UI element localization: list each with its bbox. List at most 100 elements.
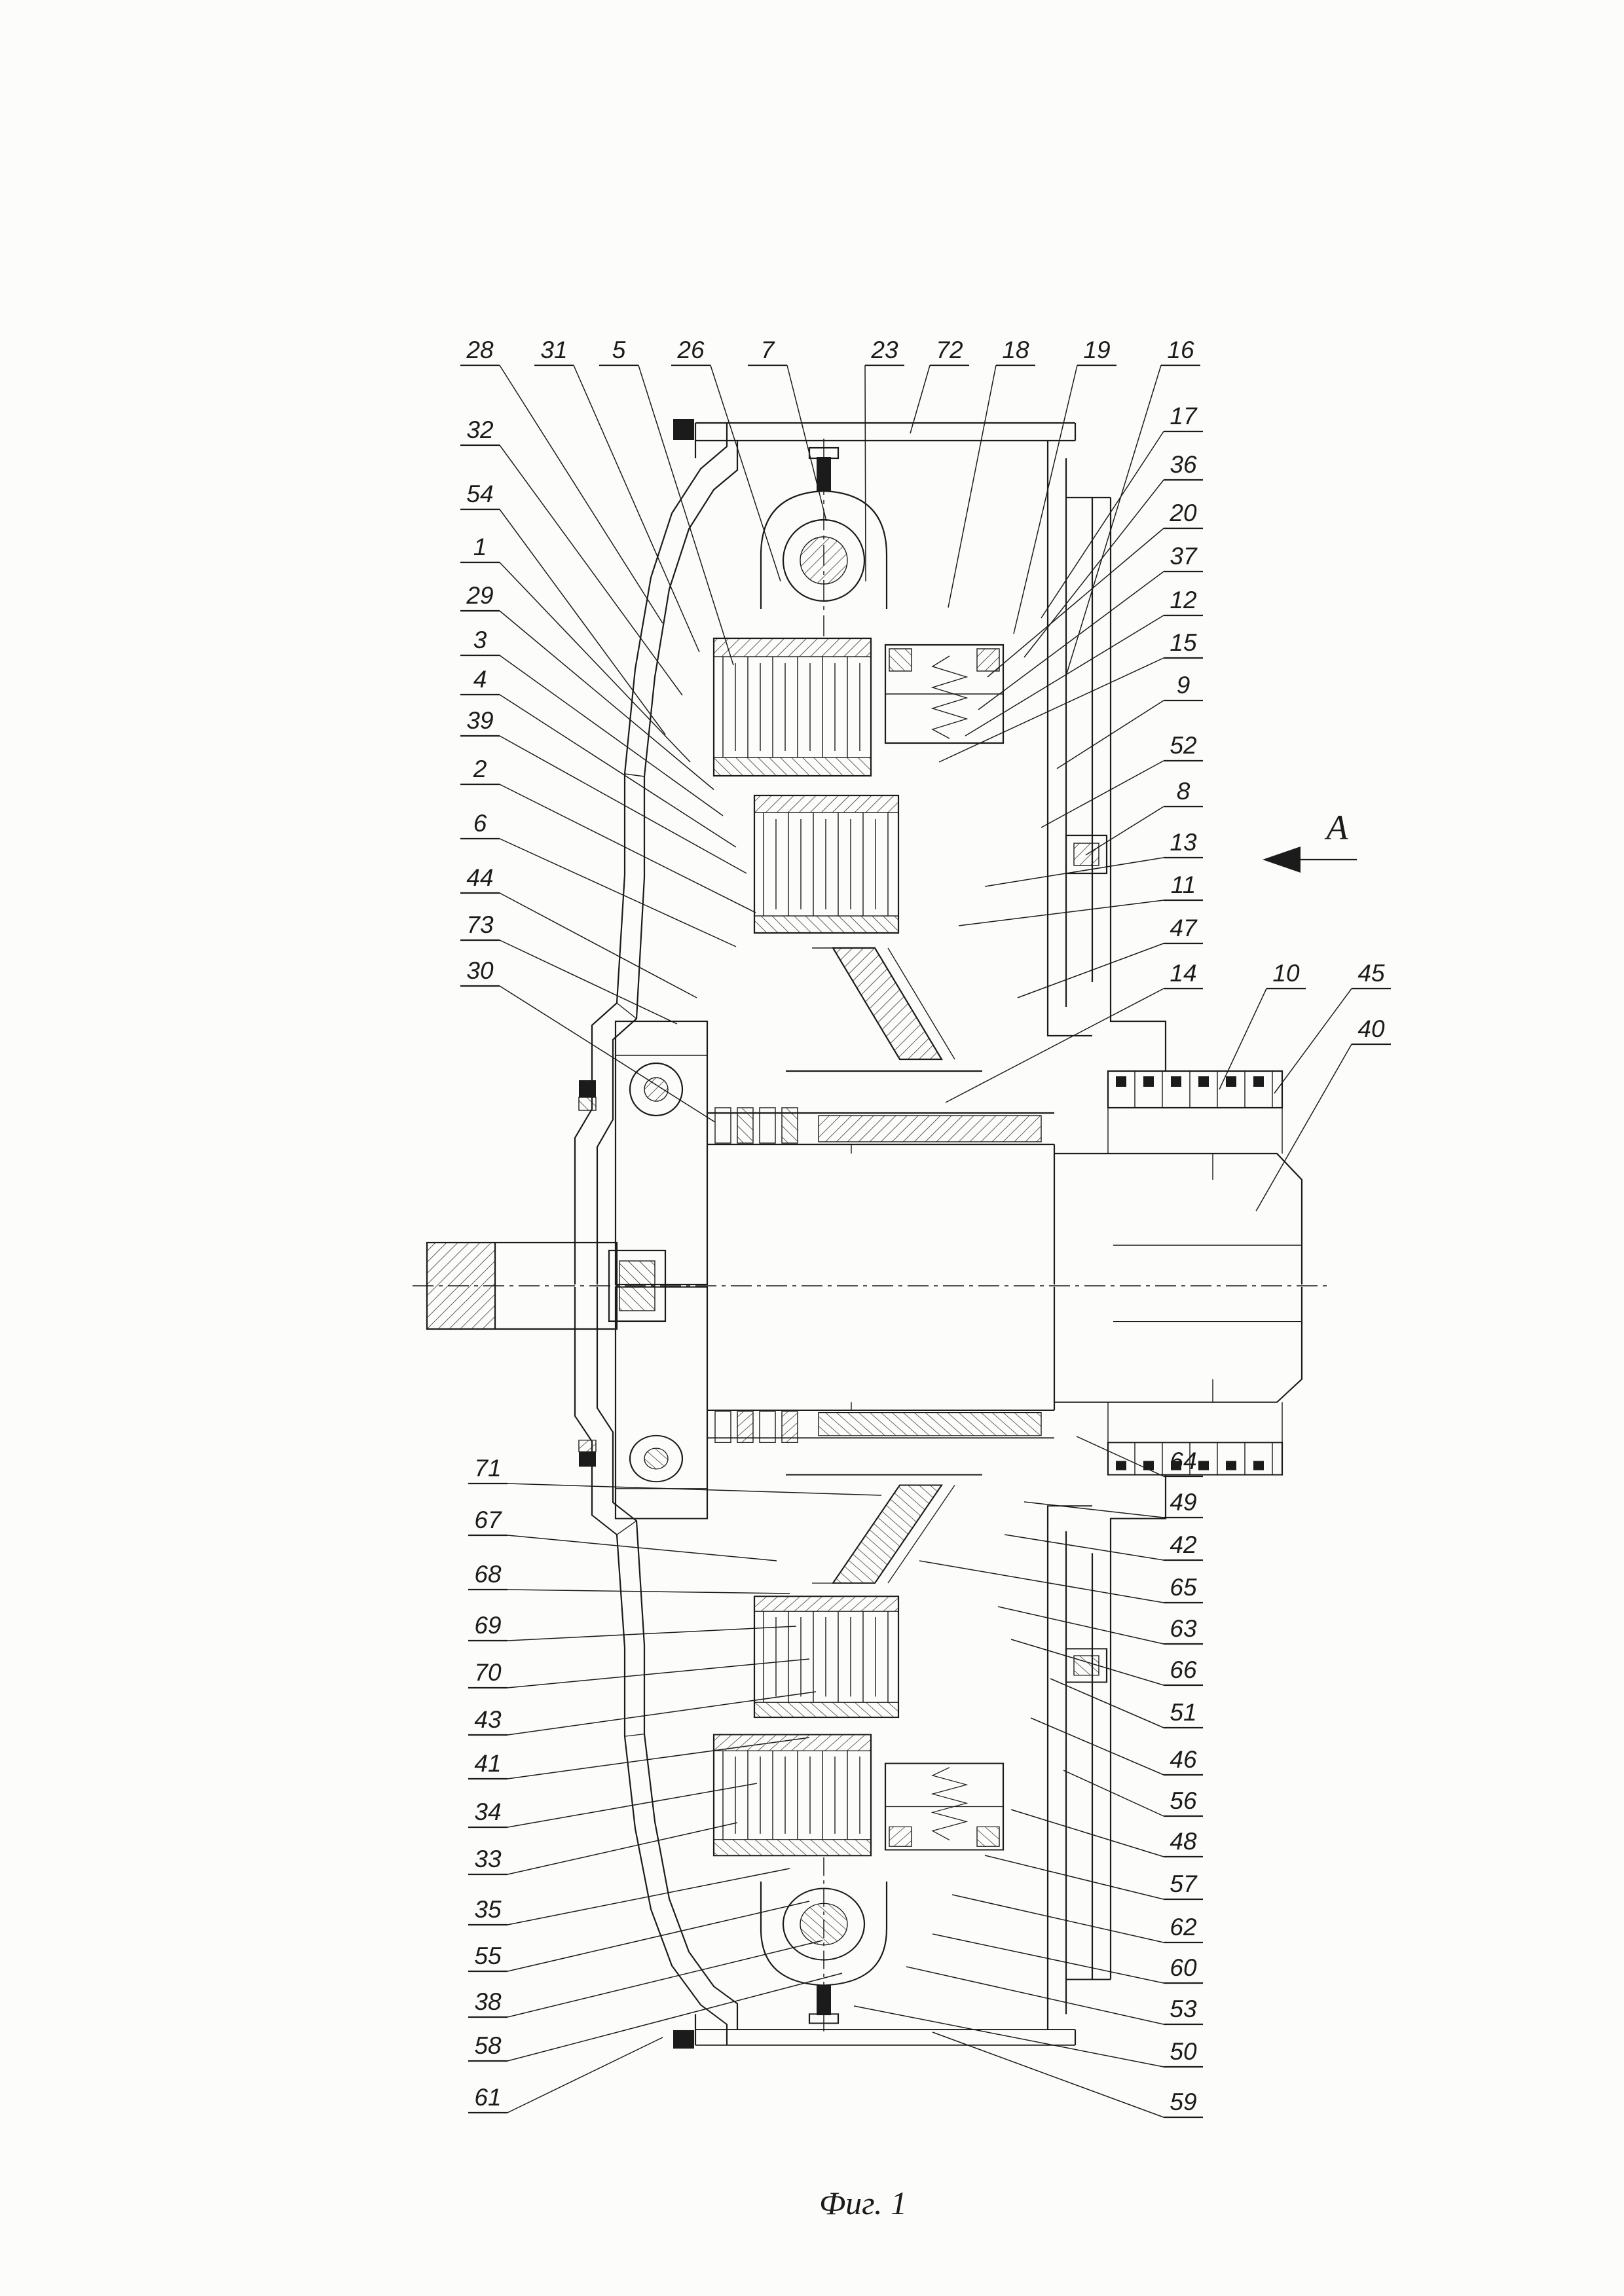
leader-18	[948, 365, 997, 608]
leader-59	[932, 2032, 1164, 2118]
callout-60: 60	[1170, 1954, 1197, 1981]
leader-58	[507, 1973, 843, 2062]
leader-42	[1004, 1534, 1164, 1561]
callout-14: 14	[1170, 960, 1196, 987]
callout-9: 9	[1177, 672, 1190, 699]
callout-53: 53	[1170, 1995, 1197, 2022]
leader-48	[1010, 1809, 1164, 1857]
callout-23: 23	[870, 337, 898, 363]
leader-52	[1041, 760, 1164, 828]
callout-59: 59	[1170, 2088, 1196, 2115]
hub-seal	[579, 1080, 596, 1097]
callout-31: 31	[540, 337, 567, 363]
shaft-seal-rings	[1107, 1070, 1283, 1154]
leader-30	[499, 985, 716, 1123]
callout-1: 1	[473, 534, 487, 560]
leader-72	[910, 365, 931, 434]
clutch-pack-b-discs	[763, 812, 889, 916]
callout-52: 52	[1170, 732, 1197, 759]
callout-47: 47	[1170, 915, 1198, 941]
section-view-arrow: A	[1263, 808, 1357, 873]
leader-60	[932, 1933, 1164, 1984]
seal-ring-squares	[1116, 1071, 1273, 1108]
leader-36	[1024, 479, 1164, 658]
output-shaft	[1053, 1144, 1303, 1285]
leader-28	[499, 365, 663, 624]
leader-71	[507, 1483, 882, 1496]
callout-34: 34	[474, 1798, 501, 1825]
callout-49: 49	[1170, 1489, 1196, 1516]
callout-30: 30	[466, 957, 494, 984]
callout-64: 64	[1170, 1448, 1196, 1474]
leader-44	[499, 892, 697, 998]
leader-11	[958, 900, 1164, 926]
callout-36: 36	[1170, 451, 1197, 478]
release-piston-spring	[884, 644, 1005, 744]
hub-carrier	[578, 1020, 798, 1286]
clutch-pack-a-discs	[722, 657, 860, 757]
top-cover-plate	[673, 419, 1077, 458]
leader-50	[853, 2005, 1164, 2068]
callout-8: 8	[1177, 778, 1190, 805]
leader-53	[906, 1966, 1164, 2025]
callout-73: 73	[466, 911, 494, 938]
callout-44: 44	[466, 864, 493, 891]
drum-housing-walls	[1046, 441, 1167, 1071]
callout-48: 48	[1170, 1828, 1197, 1855]
callout-70: 70	[474, 1659, 502, 1686]
leader-4	[499, 694, 737, 848]
callout-32: 32	[466, 416, 494, 443]
leader-15	[938, 657, 1164, 763]
leader-16	[1065, 365, 1162, 676]
leader-66	[1010, 1639, 1164, 1686]
leader-3	[499, 655, 724, 816]
leader-20	[987, 528, 1164, 678]
leader-10	[1219, 988, 1267, 1090]
callout-19: 19	[1083, 337, 1110, 363]
leader-33	[507, 1822, 738, 1875]
leader-65	[919, 1560, 1164, 1603]
callout-10: 10	[1272, 960, 1300, 987]
callout-16: 16	[1167, 337, 1194, 363]
callout-65: 65	[1170, 1574, 1197, 1601]
leader-56	[1063, 1770, 1164, 1817]
plate-seal-block	[673, 419, 694, 440]
callout-17: 17	[1170, 403, 1198, 429]
callout-5: 5	[612, 337, 626, 363]
callout-12: 12	[1170, 587, 1197, 613]
callout-57: 57	[1170, 1870, 1198, 1897]
leader-35	[507, 1868, 790, 1925]
leader-31	[573, 365, 700, 653]
callout-7: 7	[761, 337, 775, 363]
callout-28: 28	[466, 337, 494, 363]
leader-49	[1024, 1501, 1164, 1518]
leader-26	[710, 365, 781, 582]
leader-70	[507, 1658, 810, 1688]
callout-26: 26	[676, 337, 705, 363]
callout-56: 56	[1170, 1787, 1197, 1814]
leader-63	[997, 1606, 1164, 1645]
callout-35: 35	[474, 1896, 502, 1923]
leader-57	[984, 1855, 1164, 1900]
leader-32	[499, 445, 683, 696]
callout-11: 11	[1171, 871, 1196, 898]
leader-69	[507, 1626, 797, 1641]
callout-54: 54	[466, 481, 493, 507]
leader-54	[499, 509, 666, 735]
callout-29: 29	[466, 582, 493, 609]
leader-73	[499, 939, 678, 1025]
leader-34	[507, 1783, 758, 1828]
leader-5	[638, 365, 734, 666]
callout-15: 15	[1170, 629, 1197, 656]
leader-51	[1050, 1678, 1164, 1728]
callout-69: 69	[474, 1612, 501, 1639]
callout-42: 42	[1170, 1531, 1197, 1558]
leader-62	[951, 1894, 1164, 1943]
callout-18: 18	[1002, 337, 1029, 363]
leader-43	[507, 1691, 817, 1736]
leader-68	[507, 1589, 790, 1594]
callout-4: 4	[473, 666, 487, 693]
callout-3: 3	[473, 627, 487, 653]
